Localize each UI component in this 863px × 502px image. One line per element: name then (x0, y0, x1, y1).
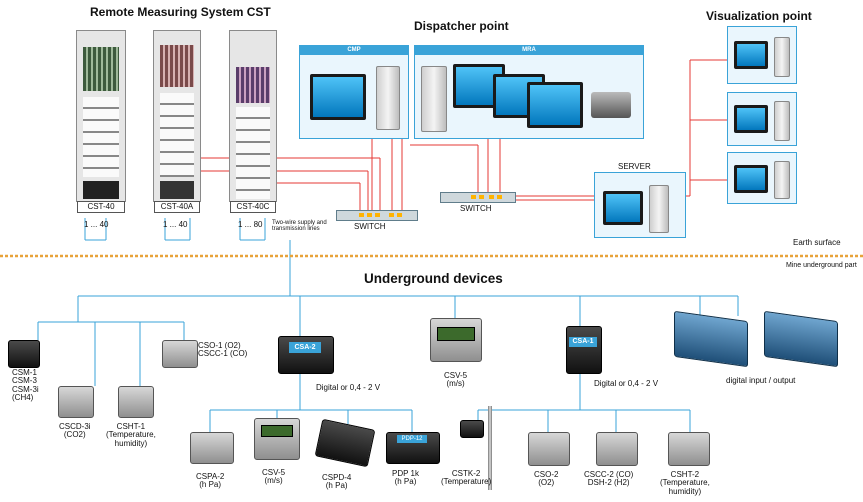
monitor-icon (527, 82, 583, 128)
cso2-label: CSO-2(O2) (534, 470, 559, 488)
field-wires-blue (37, 218, 739, 432)
csv5-label: CSV-5(m/s) (262, 468, 286, 486)
switch-device-2 (440, 192, 516, 203)
cstk2-label: CSTK-2(Temperature) (441, 469, 492, 487)
cabinet-cst-40: CST-40 (76, 30, 126, 213)
cso1-label: CSO-1 (O2)CSCC-1 (CO) (198, 341, 248, 359)
cabinet-modules (83, 97, 119, 177)
cabinet-cst-40c: CST-40C (229, 30, 277, 213)
computer-tower-icon (376, 66, 400, 130)
earth-surface-label: Earth surface (793, 238, 841, 247)
two-wire-note: Two-wire supply and transmission lines (272, 220, 327, 233)
cabinet-range: 1 ... 40 (84, 220, 109, 229)
cabinet-modules (236, 107, 270, 199)
visualization-station-1 (727, 26, 797, 84)
computer-tower-icon (774, 37, 790, 77)
cabinet-modules (160, 93, 194, 177)
cscd-sensor-icon (58, 386, 94, 418)
cspa2-label: CSPA-2(h Pa) (196, 472, 225, 490)
dispatcher-title: Dispatcher point (414, 19, 509, 33)
monitor-icon (734, 165, 768, 193)
dio-label: digital input / output (726, 376, 796, 385)
cabinet-base (160, 181, 194, 199)
cabinet-range: 1 ... 80 (238, 220, 263, 229)
visualization-station-2 (727, 92, 797, 146)
csa1-label: CSA-1 (569, 337, 597, 347)
cmp-label: CMP (300, 46, 408, 55)
computer-tower-icon (421, 66, 447, 132)
computer-tower-icon (649, 185, 669, 233)
csa2-module-icon: CSA-2 (278, 336, 334, 374)
computer-tower-icon (774, 161, 790, 199)
mra-panel: MRA (414, 45, 644, 139)
csv5-top-sensor-icon (430, 318, 482, 362)
cabinet-cst-40a: CST-40A (153, 30, 201, 213)
monitor-icon (734, 105, 768, 133)
cmp-panel: CMP (299, 45, 409, 139)
server-panel (594, 172, 686, 238)
pdp-label: PDP 1k(h Pa) (392, 469, 419, 487)
digital-label-b: Digital or 0,4 - 2 V (594, 379, 659, 388)
cso2-sensor-icon (528, 432, 570, 466)
csht2-sensor-icon (668, 432, 710, 466)
underground-title: Underground devices (364, 271, 503, 286)
switch-device-1 (336, 210, 418, 221)
monitor-icon (734, 41, 768, 69)
csm-sensor-icon (8, 340, 40, 368)
csa1-module-icon: CSA-1 (566, 326, 602, 374)
server-label: SERVER (618, 162, 651, 171)
cstk2-probe-head-icon (460, 420, 484, 438)
mra-label: MRA (415, 46, 643, 55)
cabinet-terminal-block (236, 67, 270, 103)
cscc2-label: CSCC-2 (CO)DSH-2 (H2) (584, 470, 634, 488)
pdp-sensor-icon: PDP-12 (386, 432, 440, 464)
cabinet-label: CST-40C (230, 201, 276, 213)
cabinet-terminal-block (83, 47, 119, 91)
visualization-station-3 (727, 152, 797, 204)
cso1-sensor-icon (162, 340, 198, 368)
digital-label-a: Digital or 0,4 - 2 V (316, 383, 381, 392)
csa2-label: CSA-2 (289, 342, 321, 353)
cabinet-base (83, 181, 119, 199)
cscd-label: CSCD-3i(CO2) (59, 422, 91, 440)
computer-tower-icon (774, 101, 790, 141)
cabinet-label: CST-40A (154, 201, 200, 213)
cst-title: Remote Measuring System CST (90, 5, 271, 19)
mine-part-label: Mine underground part (786, 262, 857, 269)
monitor-icon (310, 74, 366, 120)
switch-label-1: SWITCH (354, 222, 386, 231)
csv5-top-label: CSV-5(m/s) (444, 371, 468, 389)
switch-label-2: SWITCH (460, 204, 492, 213)
csv5-sensor-icon (254, 418, 300, 460)
printer-icon (591, 92, 631, 118)
visualization-title: Visualization point (706, 9, 812, 23)
csht1-sensor-icon (118, 386, 154, 418)
csht2-label: CSHT-2(Temperature,humidity) (660, 470, 710, 496)
cscc2-sensor-icon (596, 432, 638, 466)
cspd4-label: CSPD-4(h Pa) (322, 473, 352, 491)
csht1-label: CSHT-1(Temperature,humidity) (106, 422, 156, 448)
cstk2-probe-rod (488, 406, 492, 490)
pdp-screen-label: PDP-12 (397, 435, 427, 443)
cspa2-sensor-icon (190, 432, 234, 464)
cabinet-label: CST-40 (77, 201, 125, 213)
monitor-icon (603, 191, 643, 225)
cabinet-range: 1 ... 40 (163, 220, 188, 229)
cabinet-terminal-block (160, 45, 194, 87)
